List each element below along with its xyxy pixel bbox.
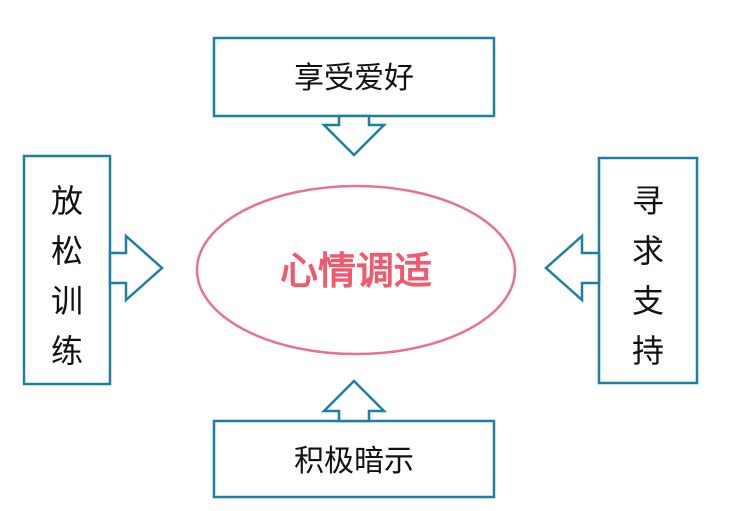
bottom-box xyxy=(212,419,496,499)
vertical-char: 训 xyxy=(51,282,83,320)
vertical-char: 寻 xyxy=(632,182,664,220)
top-label: 享受爱好 xyxy=(294,61,414,96)
center-label: 心情调适 xyxy=(280,249,432,293)
vertical-char: 放 xyxy=(51,182,83,220)
center-node: 心情调适 xyxy=(195,184,517,356)
left-node: 放松训练 xyxy=(22,154,112,386)
vertical-char: 练 xyxy=(51,332,83,370)
center-ellipse xyxy=(195,184,517,356)
vertical-char: 持 xyxy=(632,332,664,370)
vertical-char: 支 xyxy=(632,282,664,320)
top-node: 享受爱好 xyxy=(212,36,496,118)
arrow-right xyxy=(108,233,164,303)
left-label: 放松训练 xyxy=(51,182,83,370)
vertical-char: 松 xyxy=(51,232,83,270)
right-box xyxy=(597,156,699,385)
arrow-left xyxy=(544,233,601,303)
bottom-label: 积极暗示 xyxy=(294,444,414,479)
right-node: 寻求支持 xyxy=(597,156,699,385)
top-box xyxy=(212,36,496,118)
left-box xyxy=(22,154,112,386)
arrow-up xyxy=(320,379,388,423)
arrow-down xyxy=(320,114,388,157)
right-label: 寻求支持 xyxy=(632,182,664,370)
vertical-char: 求 xyxy=(632,232,664,270)
bottom-node: 积极暗示 xyxy=(212,419,496,499)
